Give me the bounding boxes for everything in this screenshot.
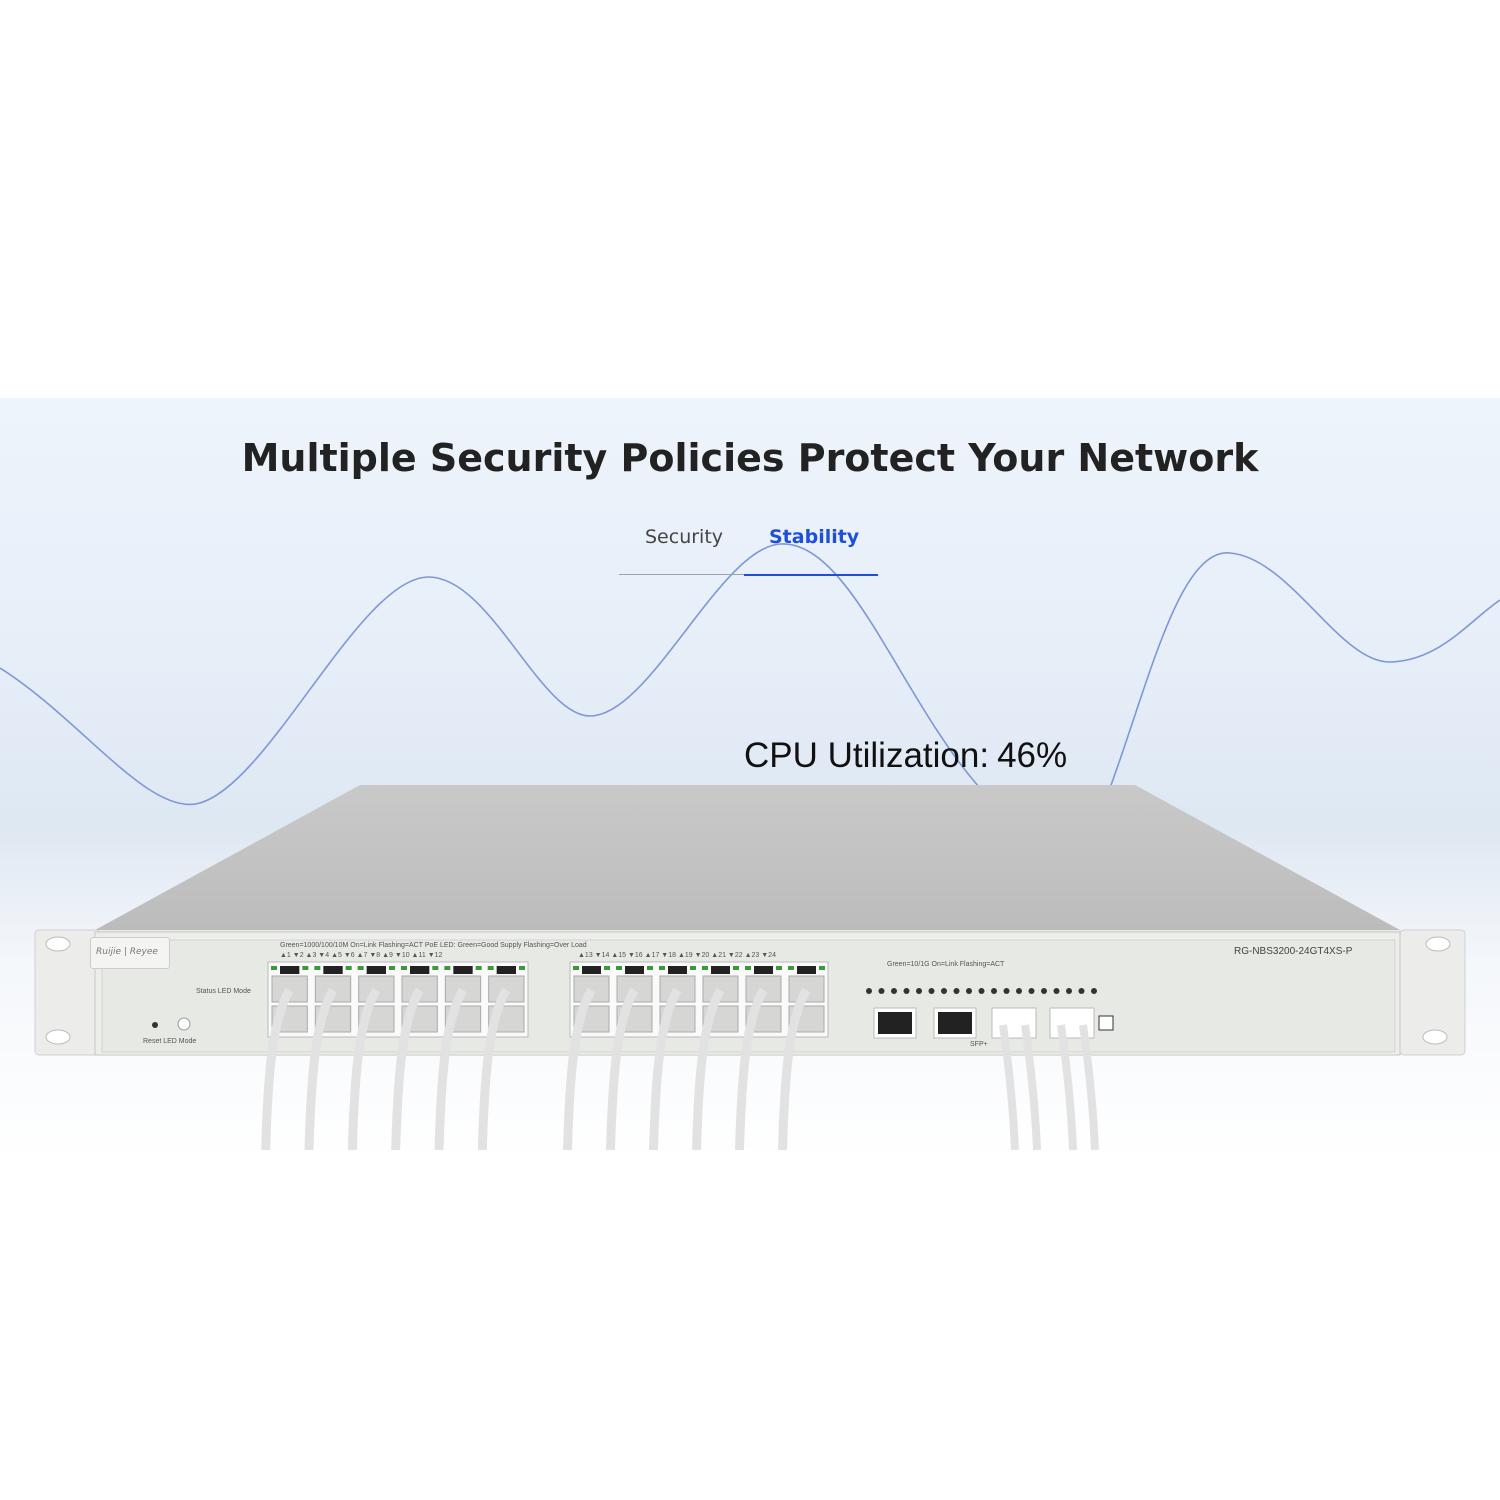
port-latch: [496, 966, 516, 974]
port-numbers-left: ▲1 ▼2 ▲3 ▼4 ▲5 ▼6 ▲7 ▼8 ▲9 ▼10 ▲11 ▼12: [280, 952, 443, 959]
port-latch: [366, 966, 386, 974]
ethernet-cable: [347, 987, 381, 1151]
tab-bar: Security Stability: [619, 522, 878, 576]
port-block: [569, 961, 829, 1038]
port-led: [271, 966, 277, 970]
port-led: [357, 966, 364, 970]
sfp-led: [891, 988, 897, 994]
led-legend: Green=1000/100/10M On=Link Flashing=ACT …: [280, 942, 587, 949]
cpu-label: CPU Utilization:: [744, 736, 990, 775]
port-led: [401, 966, 407, 970]
port-led: [776, 966, 782, 970]
port-latch: [711, 966, 730, 974]
port-led: [702, 966, 708, 970]
port-latch: [410, 966, 430, 974]
sfp-led: [953, 988, 960, 994]
port-led: [616, 966, 622, 970]
sfp-led: [903, 988, 910, 994]
sfp-led: [878, 988, 885, 994]
switch-image: [34, 785, 1466, 1151]
page-title: Multiple Security Policies Protect Your …: [241, 436, 1259, 480]
ethernet-cable: [563, 987, 596, 1151]
port-latch: [453, 966, 473, 974]
sfp-led: [991, 988, 997, 994]
sfp-led: [1053, 988, 1060, 994]
sfp-led: [866, 988, 872, 994]
brand-logo: Ruijie | Reyee: [90, 937, 170, 969]
port-led: [345, 966, 352, 970]
ethernet-cable: [434, 987, 467, 1151]
port-led: [389, 966, 395, 970]
sfp-led: [1003, 988, 1010, 994]
tab-security[interactable]: Security: [645, 526, 724, 548]
sfp-label: SFP+: [970, 1041, 988, 1048]
sfp-led: [1016, 988, 1022, 994]
active-tab-indicator: [744, 574, 878, 576]
sfp-cable: [1021, 1024, 1041, 1151]
port-latch: [582, 966, 601, 974]
ethernet-cable: [692, 987, 725, 1151]
port-led: [444, 966, 451, 970]
sfp-legend: Green=10/1G On=Link Flashing=ACT: [887, 961, 1005, 968]
ethernet-cable: [778, 987, 811, 1151]
port-latch: [668, 966, 687, 974]
port-led: [487, 966, 494, 970]
port-led: [519, 966, 525, 970]
sfp-led: [941, 988, 947, 994]
port-led: [788, 966, 794, 970]
ethernet-cable: [606, 987, 639, 1151]
sfp-led: [1078, 988, 1085, 994]
cpu-wave-line: [0, 543, 1500, 806]
sfp-led: [916, 988, 922, 994]
port-led: [647, 966, 653, 970]
cpu-value: 46%: [997, 736, 1068, 775]
sfp-led: [1091, 988, 1097, 994]
port-led: [819, 966, 825, 970]
status-led-labels: Status LED Mode: [196, 988, 251, 995]
port-latch: [754, 966, 773, 974]
port-led: [745, 966, 751, 970]
ethernet-cable: [391, 987, 424, 1151]
sfp-cable: [999, 1024, 1019, 1151]
ethernet-cable: [649, 987, 682, 1151]
port-led: [302, 966, 309, 970]
port-led: [733, 966, 739, 970]
sfp-led: [978, 988, 985, 994]
sfp-cable: [1079, 1024, 1099, 1151]
cpu-utilization: CPU Utilization:46%: [744, 736, 1067, 776]
ethernet-cable: [261, 987, 294, 1151]
port-led: [475, 966, 482, 970]
port-latch: [625, 966, 644, 974]
sfp-led: [1028, 988, 1035, 994]
port-led: [690, 966, 696, 970]
tab-stability[interactable]: Stability: [769, 526, 860, 548]
sfp-led: [966, 988, 972, 994]
ethernet-cable: [477, 987, 511, 1151]
port-led: [432, 966, 439, 970]
port-led: [314, 966, 321, 970]
port-block: [267, 961, 529, 1038]
ethernet-cable: [735, 987, 768, 1151]
sfp-led: [928, 988, 935, 994]
ethernet-cable: [304, 987, 337, 1151]
sfp-led: [1066, 988, 1072, 994]
port-latch: [797, 966, 816, 974]
sfp-cable: [1057, 1024, 1077, 1151]
sfp-led: [1041, 988, 1047, 994]
port-latch: [323, 966, 343, 974]
port-led: [604, 966, 610, 970]
port-led: [659, 966, 665, 970]
model-number: RG-NBS3200-24GT4XS-P: [1234, 946, 1353, 957]
port-latch: [280, 966, 300, 974]
button-labels: Reset LED Mode: [143, 1038, 197, 1045]
port-numbers-right: ▲13 ▼14 ▲15 ▼16 ▲17 ▼18 ▲19 ▼20 ▲21 ▼22 …: [578, 952, 776, 959]
port-led: [573, 966, 579, 970]
